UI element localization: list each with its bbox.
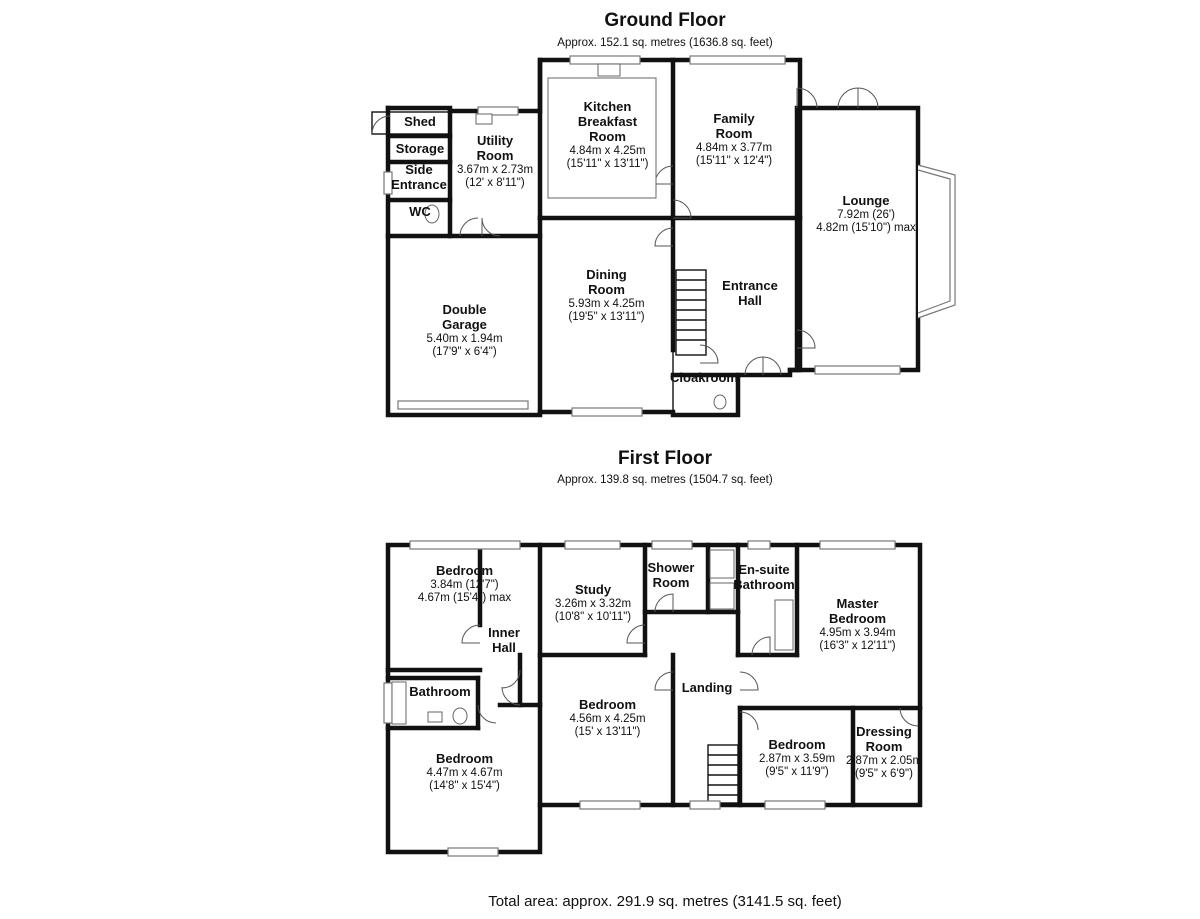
room-label-wc: WC <box>409 204 431 219</box>
ff-window-landing <box>689 800 721 810</box>
ff-ensuite-bath <box>774 599 794 651</box>
ff-window-bathroom <box>383 682 393 724</box>
room-label-bedroom-1: Bedroom 3.84m (12'7")4.67m (15'4") max <box>417 563 512 605</box>
ff-door-landing-bed3 <box>654 671 674 691</box>
ground-floor-title: Ground Floor <box>604 10 726 31</box>
gf-window-utility <box>477 106 519 116</box>
gf-door-family-hall <box>672 199 692 219</box>
gf-lounge-wall <box>787 105 921 373</box>
ff-door-bed1 <box>461 624 481 644</box>
room-label-lounge: Lounge 7.92m (26')4.82m (15'10") max <box>816 193 916 235</box>
ff-bath-toilet <box>452 707 468 725</box>
gf-door-dining <box>654 227 674 247</box>
ff-staircase <box>707 744 739 804</box>
gf-staircase <box>675 269 707 356</box>
ff-window-bed2 <box>447 847 499 857</box>
ff-window-shower <box>651 540 693 550</box>
ff-door-dressing <box>899 707 919 727</box>
ff-door-master <box>751 636 771 656</box>
first-floor-plan <box>383 540 923 857</box>
ff-door-landing-master <box>739 671 759 691</box>
room-label-bedroom-3: Bedroom 4.56m x 4.25m(15' x 13'11") <box>569 697 646 739</box>
room-label-bedroom-4: Bedroom 2.87m x 3.59m(9'5" x 11'9") <box>758 737 836 779</box>
gf-window-family <box>689 55 786 65</box>
ff-window-bed1 <box>409 540 521 550</box>
room-label-landing: Landing <box>681 680 733 695</box>
ff-door-bathroom <box>477 704 497 724</box>
ff-window-bed4 <box>764 800 826 810</box>
gf-door-lounge-french <box>837 87 879 109</box>
ff-door-bed4 <box>739 711 759 731</box>
gf-kitchen-counter <box>547 77 657 199</box>
gf-window-kitchen <box>569 55 641 65</box>
room-label-shed: Shed <box>404 114 436 129</box>
ff-shower-tray <box>709 549 735 579</box>
gf-door-front <box>744 356 782 376</box>
gf-cloak-toilet <box>713 394 727 410</box>
ff-door-shower <box>654 593 674 613</box>
room-label-bathroom: Bathroom <box>409 684 471 699</box>
room-label-study: Study 3.26m x 3.32m(10'8" x 10'11") <box>554 582 632 624</box>
ff-bath-sink <box>427 711 443 723</box>
gf-door-wc <box>459 217 479 237</box>
ff-ensuite-shower <box>709 582 735 610</box>
ground-floor-plan <box>371 55 956 418</box>
gf-door-family <box>796 87 818 109</box>
ground-floor-area: Approx. 152.1 sq. metres (1636.8 sq. fee… <box>557 37 773 49</box>
gf-window-dining <box>571 407 643 417</box>
gf-door-cloak <box>699 344 719 364</box>
gf-wc-toilet <box>424 204 440 224</box>
gf-utility-sink <box>475 113 493 125</box>
gf-shed-outline <box>371 111 451 135</box>
ff-door-study <box>626 624 646 644</box>
total-area: Total area: approx. 291.9 sq. metres (31… <box>488 893 842 910</box>
room-label-bedroom-2: Bedroom 4.47m x 4.67m(14'8" x 15'4") <box>426 751 503 793</box>
gf-door-utility <box>481 217 501 237</box>
gf-door-lounge-hall <box>796 329 816 349</box>
ff-bath-tub <box>391 681 407 725</box>
ff-window-study <box>564 540 621 550</box>
gf-window-lounge <box>814 365 901 375</box>
ff-door-inner-hall <box>501 669 521 706</box>
ff-window-master <box>819 540 896 550</box>
ff-window-ensuite <box>747 540 771 550</box>
room-label-cloakroom: Cloakroom <box>670 370 738 385</box>
gf-window-garage <box>397 400 529 410</box>
first-floor-area: Approx. 139.8 sq. metres (1504.7 sq. fee… <box>557 474 773 486</box>
gf-window-side-entrance <box>383 171 393 195</box>
gf-bay-window-inner <box>917 169 951 314</box>
gf-door-shed <box>371 115 391 135</box>
first-floor-title: First Floor <box>618 448 712 469</box>
room-label-storage: Storage <box>395 141 445 156</box>
gf-kitchen-sink <box>597 63 621 77</box>
ff-window-bed3 <box>579 800 641 810</box>
